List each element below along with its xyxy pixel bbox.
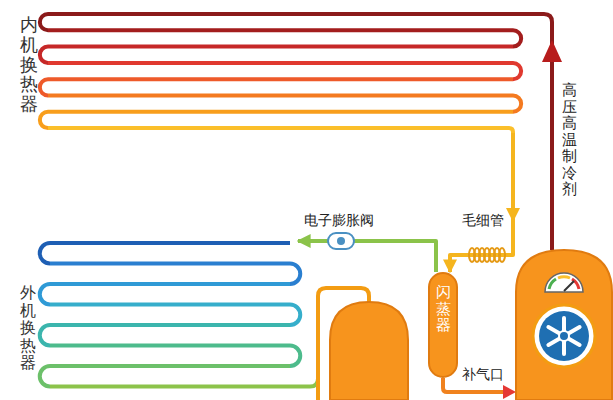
expansion-valve-part bbox=[337, 237, 345, 245]
coil-tube bbox=[50, 346, 300, 367]
outdoor-coil bbox=[40, 243, 318, 387]
coil-tube bbox=[40, 243, 290, 264]
compressor-part-part bbox=[548, 327, 579, 345]
capillary-tube bbox=[469, 248, 505, 262]
flash-tank: 闪蒸器 bbox=[428, 272, 458, 378]
coil-tube bbox=[48, 96, 521, 112]
compressor-part bbox=[545, 273, 583, 292]
expansion-valve bbox=[328, 233, 354, 249]
capillary-tube-part bbox=[499, 248, 505, 262]
coil-tube bbox=[48, 63, 521, 79]
compressor-part bbox=[533, 305, 595, 367]
high-pressure-riser-part bbox=[542, 40, 562, 62]
expansion-valve-part bbox=[328, 233, 354, 249]
coil-tube bbox=[40, 366, 290, 387]
compressor-part bbox=[548, 318, 579, 354]
indoor-coil bbox=[40, 14, 521, 133]
coil-tube bbox=[40, 14, 513, 30]
exchanger-label: 外机换热器 bbox=[20, 284, 36, 372]
accumulator-part bbox=[330, 302, 408, 400]
coil-tube bbox=[50, 379, 318, 387]
injection-port-label: 补气口 bbox=[462, 366, 504, 384]
coil-tube bbox=[40, 79, 513, 95]
outdoor-heat-exchanger: 外机换热器 bbox=[14, 234, 298, 400]
high-pressure-riser bbox=[513, 14, 562, 250]
coil-tube bbox=[40, 47, 513, 63]
refrigerant-line bbox=[298, 241, 436, 272]
indoor-outlet bbox=[506, 208, 520, 222]
accumulator bbox=[330, 302, 408, 400]
valve-label: 电子膨胀阀 bbox=[304, 212, 374, 230]
compressor-part bbox=[516, 250, 612, 400]
compressor-part bbox=[558, 277, 570, 278]
compressor-part bbox=[572, 279, 579, 289]
injection-line-part bbox=[503, 385, 516, 399]
exchanger-label: 内机换热器 bbox=[20, 15, 38, 114]
coil-tube bbox=[40, 325, 290, 346]
compressor-part-part bbox=[548, 327, 579, 345]
indoor-outlet-part bbox=[506, 208, 520, 222]
coil-tube bbox=[48, 128, 513, 133]
compressor-part bbox=[564, 281, 574, 291]
coil-tube bbox=[50, 305, 300, 326]
tank-label: 闪蒸器 bbox=[436, 284, 451, 334]
compressor-part bbox=[559, 331, 569, 341]
coil-tube bbox=[50, 264, 300, 285]
compressor-part bbox=[549, 279, 556, 289]
compressor bbox=[516, 250, 612, 400]
coil-tube bbox=[40, 112, 513, 128]
capillary-label: 毛细管 bbox=[462, 212, 504, 230]
refrigerant-line bbox=[450, 132, 513, 272]
refrigerant-label: 高压高温制冷剂 bbox=[562, 82, 577, 198]
coil-tube bbox=[40, 284, 290, 305]
indoor-heat-exchanger: 内机换热器 bbox=[14, 6, 520, 132]
compressor-part bbox=[539, 311, 589, 361]
coil-tube bbox=[48, 30, 521, 46]
high-pressure-riser-part bbox=[513, 14, 552, 250]
